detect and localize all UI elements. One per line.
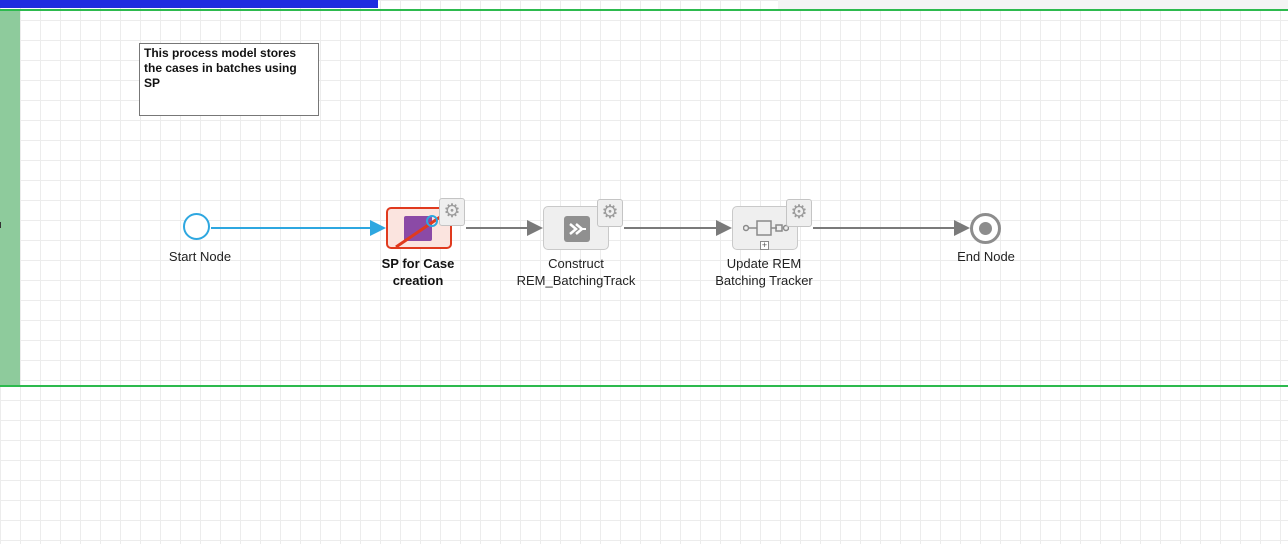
sp-case-creation-label-line1: SP for Case [381,256,455,271]
disabled-slash-icon [395,211,447,249]
end-node-dot [979,222,992,235]
sp-case-creation-label-line2: creation [392,273,444,288]
expand-icon[interactable]: + [760,240,769,250]
top-bar-right [778,0,1288,9]
update-label-line2: Batching Tracker [715,273,813,288]
subprocess-icon [743,220,789,236]
swimlane-bottom-border [0,385,1288,387]
gear-icon[interactable]: ⚙ [597,199,623,227]
annotation-text: This process model stores the cases in b… [144,46,297,90]
annotation-box[interactable]: This process model stores the cases in b… [139,43,319,116]
update-label-line1: Update REM [726,256,802,271]
end-node[interactable] [970,213,1001,244]
top-progress-bar [0,0,378,8]
script-task-icon [564,216,590,242]
swimlane-top-border [0,9,1288,11]
swimlane-header[interactable] [0,11,20,385]
start-node[interactable] [183,213,210,240]
gear-icon[interactable]: ⚙ [786,199,812,227]
gear-icon[interactable]: ⚙ [439,198,465,226]
construct-label-line2: REM_BatchingTrack [516,273,636,288]
start-node-label: Start Node [168,249,232,264]
end-node-label: End Node [957,249,1015,264]
construct-label-line1: Construct [548,256,604,271]
lane-resize-handle[interactable] [0,222,4,228]
